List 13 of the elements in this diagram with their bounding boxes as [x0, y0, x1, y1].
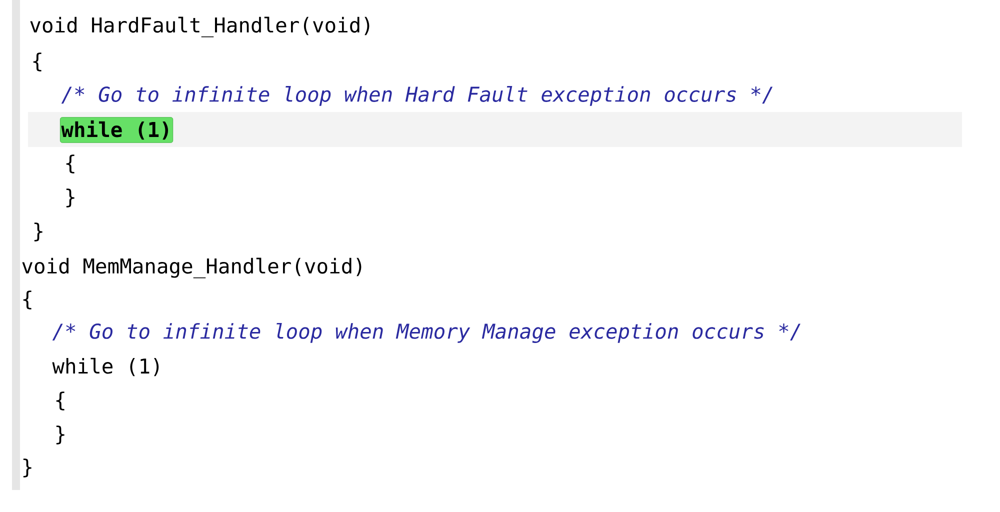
- code-line: }: [23, 458, 32, 478]
- code-line: {: [66, 154, 74, 174]
- code-line: {: [33, 52, 42, 72]
- code-line: }: [56, 426, 64, 444]
- code-line: {: [23, 290, 32, 310]
- code-line: }: [34, 222, 42, 242]
- code-line: {: [56, 392, 64, 410]
- code-line: }: [66, 188, 74, 208]
- code-line: void MemManage_Handler(void): [22, 258, 362, 278]
- code-line: while (1): [52, 358, 159, 376]
- code-comment: /* Go to infinite loop when Memory Manage exception occurs */: [52, 322, 800, 343]
- code-comment: /* Go to infinite loop when Hard Fault exception occurs */: [61, 86, 773, 106]
- code-line: void HardFault_Handler(void): [30, 16, 370, 38]
